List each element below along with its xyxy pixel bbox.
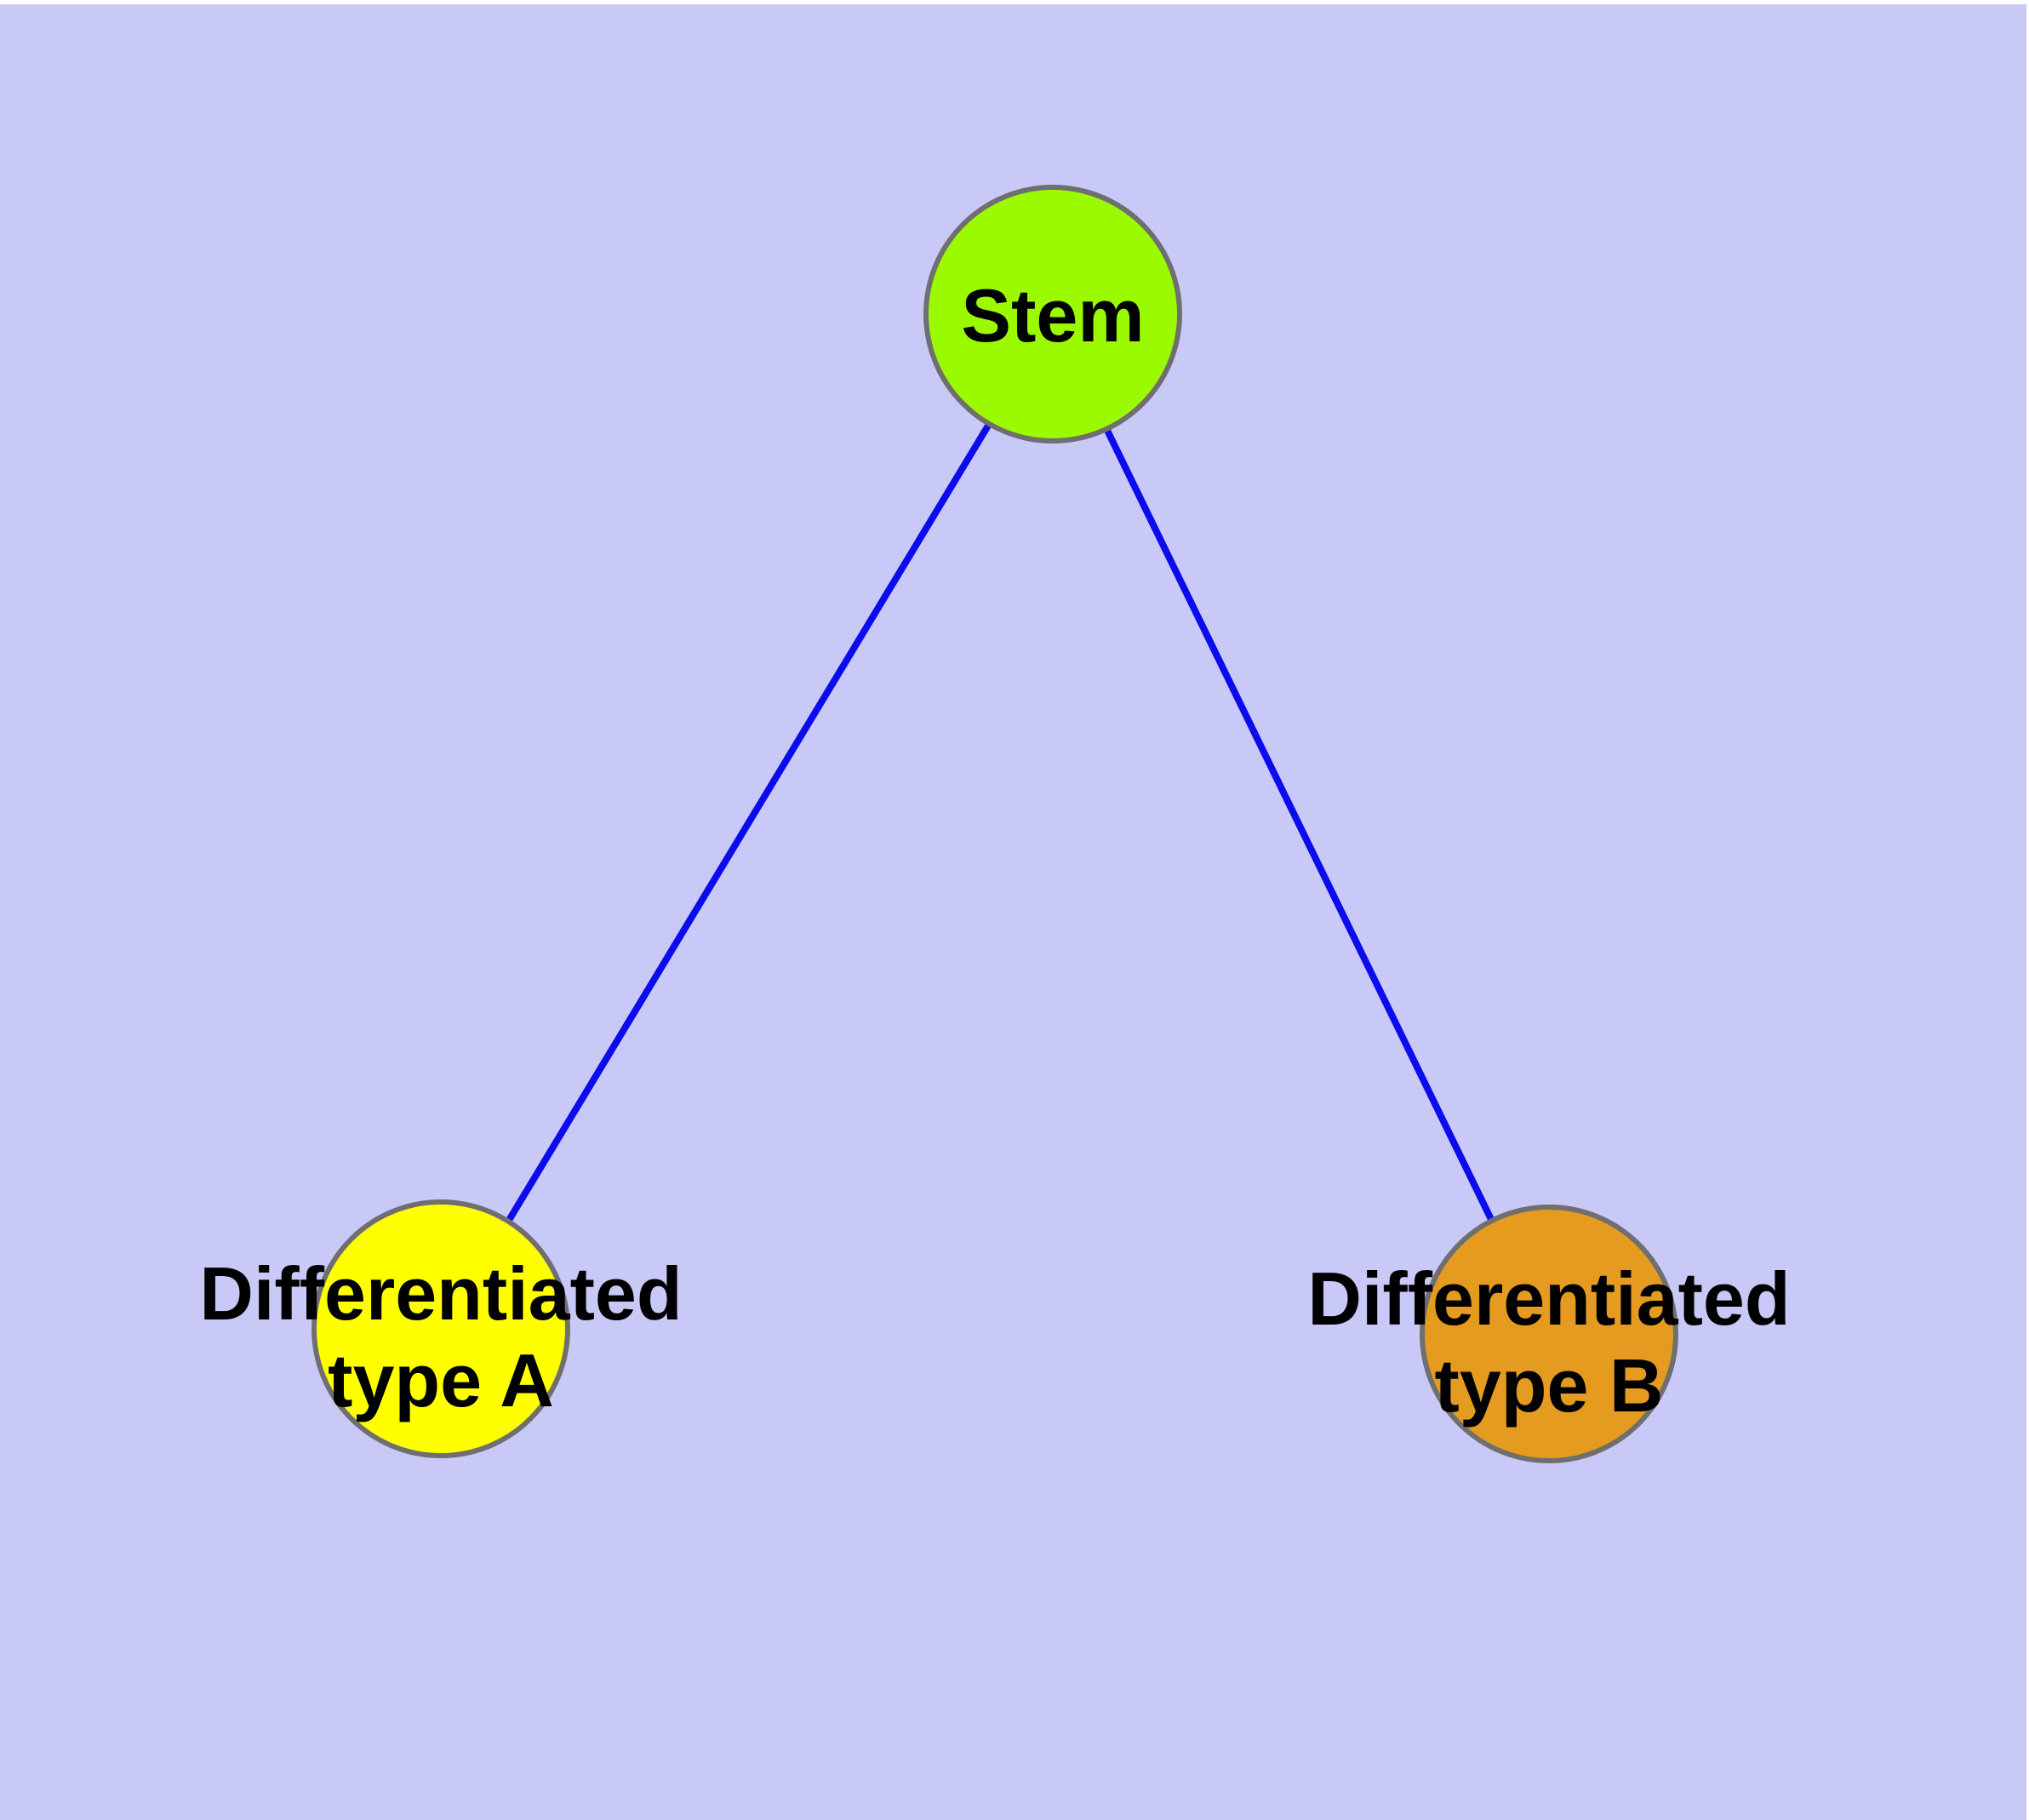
node-stem-label: Stem [961,273,1145,358]
edge-stem-to-typeA [437,316,1056,1336]
diagram-background: Stem Differentiated type A Differentiate… [0,4,2026,1820]
node-differentiated-type-a-label: Differentiated type A [199,1251,683,1422]
node-differentiated-type-b-label: Differentiated type B [1307,1256,1791,1428]
node-stem [923,185,1182,444]
edge-stem-to-typeB [1049,317,1552,1340]
node-differentiated-type-b [1420,1205,1678,1463]
node-differentiated-type-a [311,1199,570,1458]
edges-layer [437,316,1552,1340]
